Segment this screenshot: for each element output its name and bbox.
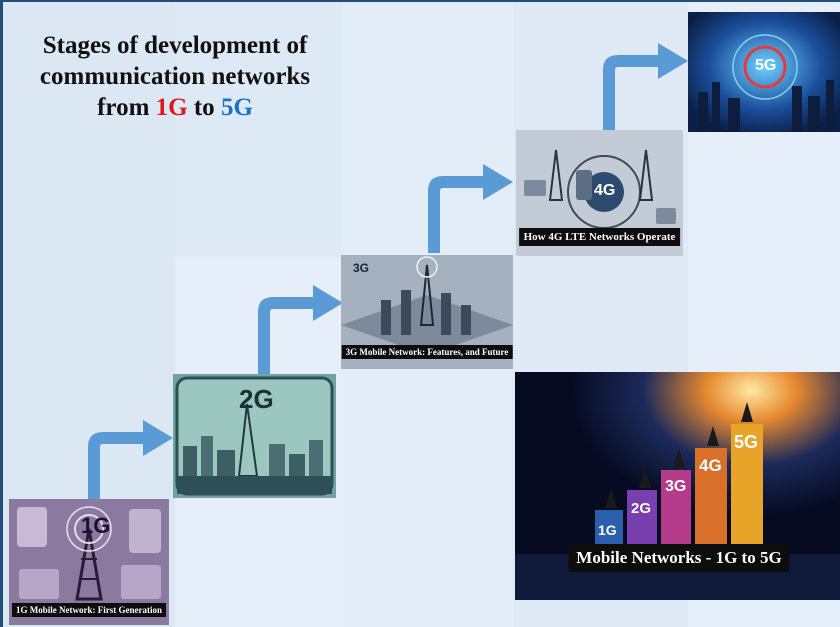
page-title: Stages of development of communication n…	[15, 30, 335, 123]
caption-4g: How 4G LTE Networks Operate	[518, 228, 681, 246]
title-line-3: from 1G to 5G	[15, 92, 335, 123]
bar-label-5g: 5G	[734, 432, 759, 452]
panel-mobile-networks-image: 1G 2G 3G 4G 5G Mobile Networks - 1G to 5…	[515, 372, 840, 600]
caption-1g: 1G Mobile Network: First Generation	[12, 603, 166, 617]
badge-4g: 4G	[594, 182, 616, 199]
badge-3g: 3G	[353, 261, 370, 275]
smart-city-5g-icon	[688, 12, 840, 132]
badge-1g: 1G	[81, 513, 111, 538]
arrow-4g-to-5g	[603, 43, 688, 132]
arrow-1g-to-2g	[88, 420, 173, 512]
title-5g: 5G	[220, 94, 253, 121]
panel-1g-image: 1G 1G Mobile Network: First Generation	[9, 499, 169, 625]
caption-mobile-networks: Mobile Networks - 1G to 5G	[568, 544, 790, 572]
panel-3g-image: 3G 3G Mobile Network: Features, and Futu…	[341, 255, 513, 369]
panel-5g-image: 5G	[688, 12, 840, 132]
title-from: from	[97, 94, 150, 121]
badge-5g: 5G	[755, 57, 777, 74]
caption-3g: 3G Mobile Network: Features, and Future	[341, 345, 513, 359]
panel-4g-image: 4G How 4G LTE Networks Operate	[516, 130, 683, 256]
badge-2g: 2G	[239, 384, 274, 414]
bar-label-4g: 4G	[699, 456, 722, 475]
title-line-2: communication networks	[39, 63, 311, 90]
title-1g: 1G	[155, 94, 188, 121]
panel-2g-image: 2G	[173, 374, 336, 498]
arrow-2g-to-3g	[258, 285, 343, 374]
arrow-3g-to-4g	[428, 164, 513, 253]
city-towers-illustration-icon	[173, 374, 336, 498]
bar-label-3g: 3G	[665, 478, 687, 495]
title-to: to	[193, 94, 215, 121]
bar-label-1g: 1G	[598, 522, 617, 538]
bar-label-2g: 2G	[631, 500, 652, 517]
title-line-1: Stages of development of	[42, 32, 308, 59]
